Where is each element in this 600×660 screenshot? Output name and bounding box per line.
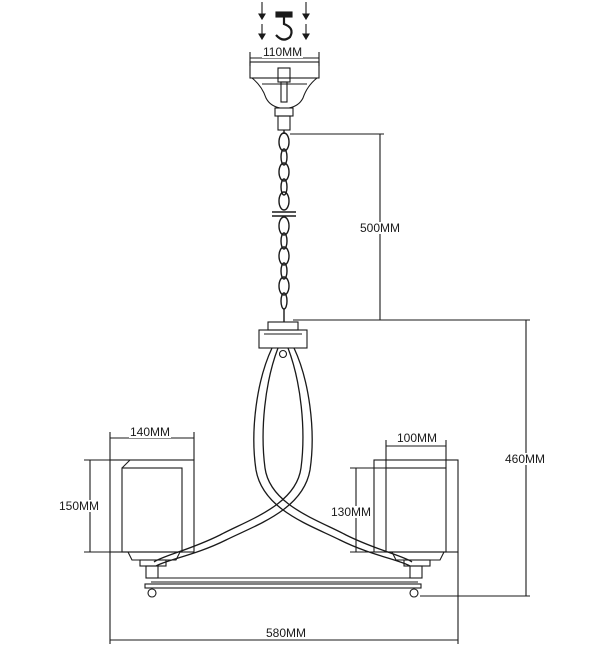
chain	[272, 130, 296, 322]
central-hub	[258, 321, 308, 359]
right-shade-width-label: 100MM	[396, 431, 439, 445]
left-shade-width-dimension	[109, 432, 195, 460]
curved-arms	[153, 347, 413, 567]
left-shade-height-label: 150MM	[58, 499, 101, 513]
canopy	[249, 61, 320, 131]
right-lamp-shade	[373, 459, 459, 579]
bottom-frame	[144, 577, 422, 598]
overall-width-label: 580MM	[265, 626, 308, 640]
body-height-dimension	[298, 319, 530, 597]
right-shade-width-dimension	[385, 440, 447, 468]
chain-length-label: 500MM	[359, 221, 402, 235]
left-shade-width-label: 140MM	[129, 425, 172, 439]
right-shade-height-label: 130MM	[330, 505, 373, 519]
body-height-label: 460MM	[504, 452, 547, 466]
left-lamp-shade	[109, 459, 195, 579]
overall-width-dimension	[109, 552, 459, 644]
canopy-width-label: 110MM	[262, 45, 304, 59]
ceiling-hook-icon	[275, 11, 293, 41]
mounting-screws-icon	[258, 2, 310, 41]
